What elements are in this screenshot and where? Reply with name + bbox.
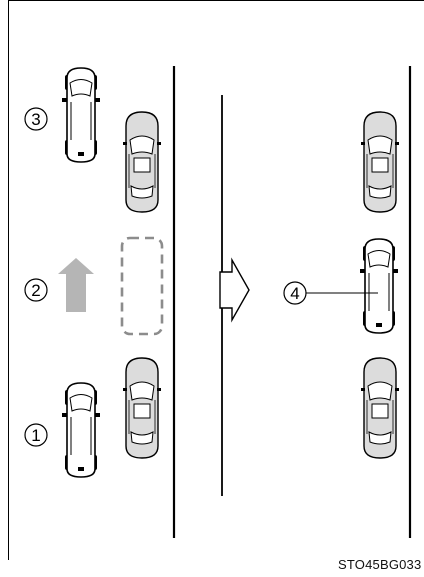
figure-code: STO45BG033 — [338, 557, 422, 572]
svg-text:3: 3 — [31, 110, 40, 129]
svg-text:4: 4 — [290, 284, 299, 303]
target-parking-space — [120, 236, 164, 336]
vehicle-step-1 — [61, 382, 101, 478]
next-step-arrow-icon — [219, 257, 250, 323]
frame-left-border — [8, 0, 9, 560]
callout-3: 3 — [24, 107, 48, 131]
parked-car-rear-right — [360, 357, 400, 459]
parked-car-front-right — [360, 111, 400, 213]
svg-text:2: 2 — [31, 281, 40, 300]
svg-text:1: 1 — [31, 426, 40, 445]
callout-4: 4 — [283, 281, 307, 305]
frame-top-border — [8, 0, 424, 1]
vehicle-parked-step-4 — [359, 238, 399, 334]
callout-1: 1 — [24, 423, 48, 447]
parked-car-rear-left — [122, 357, 162, 459]
forward-arrow-icon — [58, 258, 94, 312]
callout-2: 2 — [24, 278, 48, 302]
vehicle-step-3 — [61, 67, 101, 163]
parked-car-front-left — [122, 111, 162, 213]
